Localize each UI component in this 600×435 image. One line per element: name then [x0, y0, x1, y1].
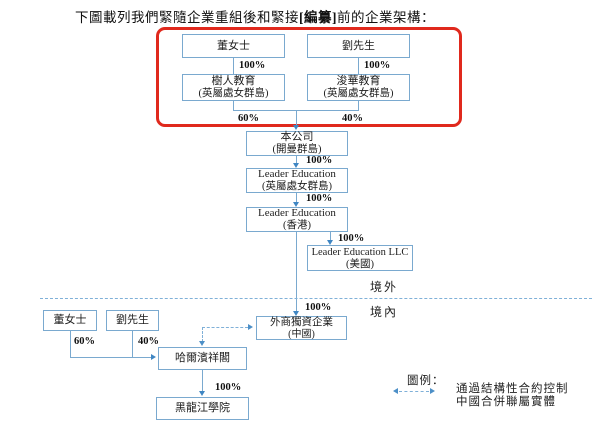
- node-mr-liu-offshore: 劉先生: [307, 34, 410, 58]
- node-jurisdiction: (英屬處女群島): [323, 88, 394, 99]
- arrowhead-down-icon: [293, 163, 299, 168]
- node-label: 哈爾濱祥閣: [175, 352, 230, 364]
- offshore-label: 境外: [370, 280, 399, 294]
- connector-leaderhk-to-llc: [330, 232, 331, 240]
- arrowhead-right-icon: [430, 388, 435, 394]
- ownership-label-leaderhk-llc: 100%: [338, 233, 365, 244]
- connector-liuprc-drop: [132, 331, 133, 357]
- diagram-title: 下圖載列我們緊隨企業重組後和緊接[編纂]前的企業架構：: [75, 6, 435, 26]
- connector-junhua-drop: [358, 101, 359, 110]
- ownership-label-company-leaderbvi: 100%: [306, 155, 333, 166]
- node-wfoe: 外商獨資企業 (中國): [256, 316, 347, 340]
- connector-leaderhk-to-wfoe: [296, 232, 297, 311]
- node-label: 本公司: [280, 131, 314, 143]
- node-label: 董女士: [53, 314, 87, 326]
- node-shuren-education: 樹人教育 (英屬處女群島): [182, 74, 285, 101]
- node-mr-liu-prc: 劉先生: [106, 310, 159, 331]
- ownership-label-dong-shuren: 100%: [239, 60, 266, 71]
- node-label: 劉先生: [116, 314, 149, 326]
- node-the-company: 本公司 (開曼群島): [246, 131, 348, 156]
- contractual-control-dashed-vertical: [202, 327, 203, 342]
- arrowhead-left-icon: [393, 388, 398, 394]
- arrowhead-down-icon: [199, 341, 205, 346]
- ownership-label-liu-xiangge: 40%: [138, 336, 159, 347]
- ownership-label-dong-xiangge: 60%: [74, 336, 95, 347]
- legend-title: 圖例：: [407, 375, 445, 387]
- connector-to-xiangge: [70, 357, 151, 358]
- node-jurisdiction: (美國): [346, 258, 374, 270]
- node-label: 樹人教育: [211, 75, 256, 87]
- arrowhead-down-icon: [293, 125, 299, 130]
- node-jurisdiction: (英屬處女群島): [198, 88, 269, 99]
- node-jurisdiction: (開曼群島): [272, 144, 322, 155]
- ownership-label-leaderbvi-leaderhk: 100%: [306, 193, 333, 204]
- node-label: Leader Education LLC: [311, 246, 409, 258]
- connector-dong-to-shuren: [233, 58, 234, 74]
- node-label: Leader Education: [258, 207, 336, 219]
- connector-company-to-leaderbvi: [296, 156, 297, 163]
- node-label: 浚華教育: [336, 75, 381, 87]
- node-ms-dong-offshore: 董女士: [182, 34, 285, 58]
- diagram-title-redacted: [編纂]: [299, 10, 337, 25]
- connector-dongprc-drop: [70, 331, 71, 357]
- connector-liu-to-junhua: [358, 58, 359, 74]
- arrowhead-right-icon: [151, 354, 156, 360]
- contractual-control-dashed-horizontal: [202, 327, 248, 328]
- ownership-label-leaderhk-wfoe: 100%: [305, 302, 332, 313]
- node-label: Leader Education: [258, 168, 336, 180]
- offshore-onshore-divider: [40, 298, 592, 299]
- ownership-label-shuren-company: 60%: [238, 113, 259, 124]
- node-leader-education-bvi: Leader Education (英屬處女群島): [246, 168, 348, 193]
- ownership-label-liu-junhua: 100%: [364, 60, 391, 71]
- node-label: 黑龍江學院: [175, 402, 230, 414]
- node-label: 外商獨資企業: [270, 316, 333, 328]
- node-heilongjiang-college: 黑龍江學院: [156, 397, 249, 420]
- connector-shuren-drop: [233, 101, 234, 110]
- node-junhua-education: 浚華教育 (英屬處女群島): [307, 74, 410, 101]
- diagram-title-part2: 前的企業架構：: [337, 10, 435, 25]
- ownership-label-junhua-company: 40%: [342, 113, 363, 124]
- node-jurisdiction: (中國): [288, 328, 315, 340]
- node-leader-education-hk: Leader Education (香港): [246, 207, 348, 232]
- ownership-label-xiangge-college: 100%: [215, 382, 242, 393]
- arrowhead-down-icon: [293, 311, 299, 316]
- node-jurisdiction: (英屬處女群島): [262, 181, 332, 192]
- connector-xiangge-to-college: [202, 370, 203, 391]
- arrowhead-down-icon: [293, 202, 299, 207]
- node-label: 董女士: [217, 39, 250, 52]
- node-harbin-xiangge: 哈爾濱祥閣: [158, 347, 247, 370]
- arrowhead-down-icon: [327, 240, 333, 245]
- node-ms-dong-prc: 董女士: [43, 310, 97, 331]
- legend-description-line1: 通過結構性合約控制: [456, 383, 569, 395]
- diagram-title-part1: 下圖載列我們緊隨企業重組後和緊接: [75, 10, 299, 25]
- node-jurisdiction: (香港): [283, 220, 311, 231]
- legend-description-line2: 中國合併聯屬實體: [456, 396, 556, 408]
- arrowhead-down-icon: [199, 391, 205, 396]
- node-label: 劉先生: [342, 39, 375, 52]
- connector-to-company: [296, 110, 297, 125]
- pre-listing-shareholders-highlight-frame: [156, 27, 462, 127]
- node-leader-education-llc: Leader Education LLC (美國): [307, 245, 413, 271]
- onshore-label: 境內: [370, 305, 399, 319]
- arrowhead-right-icon: [248, 324, 253, 330]
- connector-leaderbvi-to-leaderhk: [296, 193, 297, 202]
- legend-dashed-line: [399, 391, 429, 392]
